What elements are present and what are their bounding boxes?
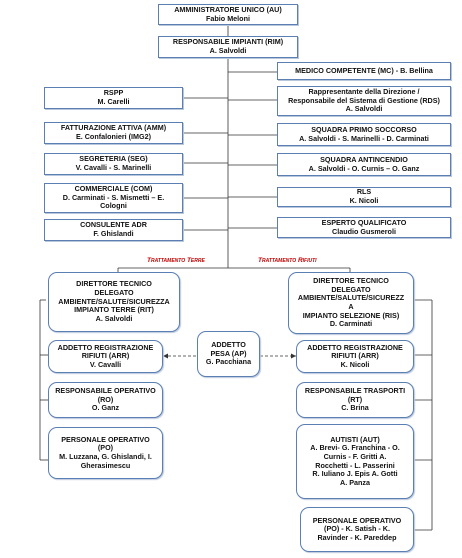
rifiuti-rt-box: RESPONSABILE TRASPORTI (RT) C. Brina [296,382,414,418]
rifiuti-arr-title: ADDETTO REGISTRAZIONE RIFIUTI (ARR) [307,342,403,361]
primo-soccorso-box: SQUADRA PRIMO SOCCORSO A. Salvoldi - S. … [277,123,451,146]
terre-branch-label: Trattamento Terre [147,257,205,264]
seg-name: V. Cavalli - S. Marinelli [75,163,152,172]
rifiuti-aut-box: AUTISTI (AUT) A. Brevi- G. Franchina - O… [296,424,414,499]
antincendio-box: SQUADRA ANTINCENDIO A. Salvoldi - O. Cur… [277,153,451,176]
mc-box: MEDICO COMPETENTE (MC) - B. Bellina [277,62,451,80]
terre-arr-box: ADDETTO REGISTRAZIONE RIFIUTI (ARR) V. C… [48,340,163,373]
adr-box: CONSULENTE ADR F. Ghislandi [44,219,183,241]
terre-arr-title: ADDETTO REGISTRAZIONE RIFIUTI (ARR) [57,342,154,361]
rifiuti-rt-name: C. Brina [341,403,369,413]
com-title: COMMERCIALE (COM) [74,184,153,194]
rds-name: A. Salvoldi [345,104,383,114]
terre-po-title: PERSONALE OPERATIVO (PO) [61,434,150,453]
terre-po-box: PERSONALE OPERATIVO (PO) M. Luzzana, G. … [48,427,163,479]
rifiuti-po-box: PERSONALE OPERATIVO (PO) - K. Satish - K… [300,507,414,552]
terre-ro-box: RESPONSABILE OPERATIVO (RO) O. Ganz [48,382,163,418]
rim-title: RESPONSABILE IMPIANTI (RIM) [172,37,284,47]
seg-box: SEGRETERIA (SEG) V. Cavalli - S. Marinel… [44,153,183,175]
primo-soccorso-name: A. Salvoldi - S. Marinelli - D. Carminat… [299,133,429,143]
adr-title: CONSULENTE ADR [80,220,147,230]
esperto-title: ESPERTO QUALIFICATO [321,217,407,227]
rifiuti-dt-box: DIRETTORE TECNICO DELEGATO AMBIENTE/SALU… [288,272,414,334]
pesa-title: ADDETTO PESA (AP) [210,340,247,358]
rim-name: A. Salvoldi [209,46,247,55]
terre-po-name: M. Luzzana, G. Ghislandi, I. Gherasimesc… [59,452,152,470]
pesa-name: G. Pacchiana [205,357,252,367]
rds-box: Rappresentante della Direzione / Respons… [277,86,451,116]
esperto-box: ESPERTO QUALIFICATO Claudio Gusmeroli [277,217,451,238]
rspp-name: M. Carelli [97,97,130,106]
rifiuti-arr-box: ADDETTO REGISTRAZIONE RIFIUTI (ARR) K. N… [296,340,414,373]
rspp-box: RSPP M. Carelli [44,87,183,109]
rifiuti-aut-name: A. Brevi- G. Franchina - O. Curnis - F. … [310,443,400,487]
terre-arr-name: V. Cavalli [89,359,122,369]
amm-title: FATTURAZIONE ATTIVA (AMM) [60,123,167,133]
pesa-box: ADDETTO PESA (AP) G. Pacchiana [197,331,260,377]
rifiuti-branch-label: Trattamento Rifiuti [258,257,317,264]
rls-name: K. Nicoli [349,196,379,205]
au-name: Fabio Meloni [206,13,250,23]
rim-box: RESPONSABILE IMPIANTI (RIM) A. Salvoldi [158,36,298,58]
com-name: D. Carminati - S. Mismetti – E. Cologni [62,192,165,211]
rls-title: RLS [356,187,372,197]
rifiuti-rt-title: RESPONSABILE TRASPORTI (RT) [304,386,406,404]
amm-name: E. Confalonieri (IMG2) [75,132,152,141]
rifiuti-arr-name: K. Nicoli [340,359,370,369]
terre-dt-name: A. Salvoldi [95,313,133,323]
amm-box: FATTURAZIONE ATTIVA (AMM) E. Confalonier… [44,122,183,144]
antincendio-name: A. Salvoldi - O. Curnis – O. Ganz [308,163,420,173]
primo-soccorso-title: SQUADRA PRIMO SOCCORSO [311,124,417,134]
seg-title: SEGRETERIA (SEG) [79,154,148,164]
terre-ro-title: RESPONSABILE OPERATIVO (RO) [55,386,156,404]
rifiuti-po-title: PERSONALE OPERATIVO (PO) - K. Satish - K… [312,515,402,542]
adr-name: F. Ghislandi [93,229,134,238]
terre-ro-name: O. Ganz [91,403,120,413]
au-box: AMMINISTRATORE UNICO (AU) Fabio Meloni [158,4,298,25]
au-title: AMMINISTRATORE UNICO (AU) [174,4,282,14]
antincendio-title: SQUADRA ANTINCENDIO [320,154,408,164]
rls-box: RLS K. Nicoli [277,187,451,207]
rifiuti-dt-name: D. Carminati [329,319,373,329]
terre-dt-box: DIRETTORE TECNICO DELEGATO AMBIENTE/SALU… [48,272,180,332]
rifiuti-dt-title: DIRETTORE TECNICO DELEGATO AMBIENTE/SALU… [297,276,405,320]
esperto-name: Claudio Gusmeroli [332,226,396,236]
rds-title: Rappresentante della Direzione / Respons… [288,87,440,105]
com-box: COMMERCIALE (COM) D. Carminati - S. Mism… [44,183,183,213]
terre-dt-title: DIRETTORE TECNICO DELEGATO AMBIENTE/SALU… [58,279,170,315]
mc-title: MEDICO COMPETENTE (MC) - B. Bellina [295,65,433,75]
rifiuti-aut-title: AUTISTI (AUT) [330,434,380,444]
rspp-title: RSPP [103,88,124,98]
